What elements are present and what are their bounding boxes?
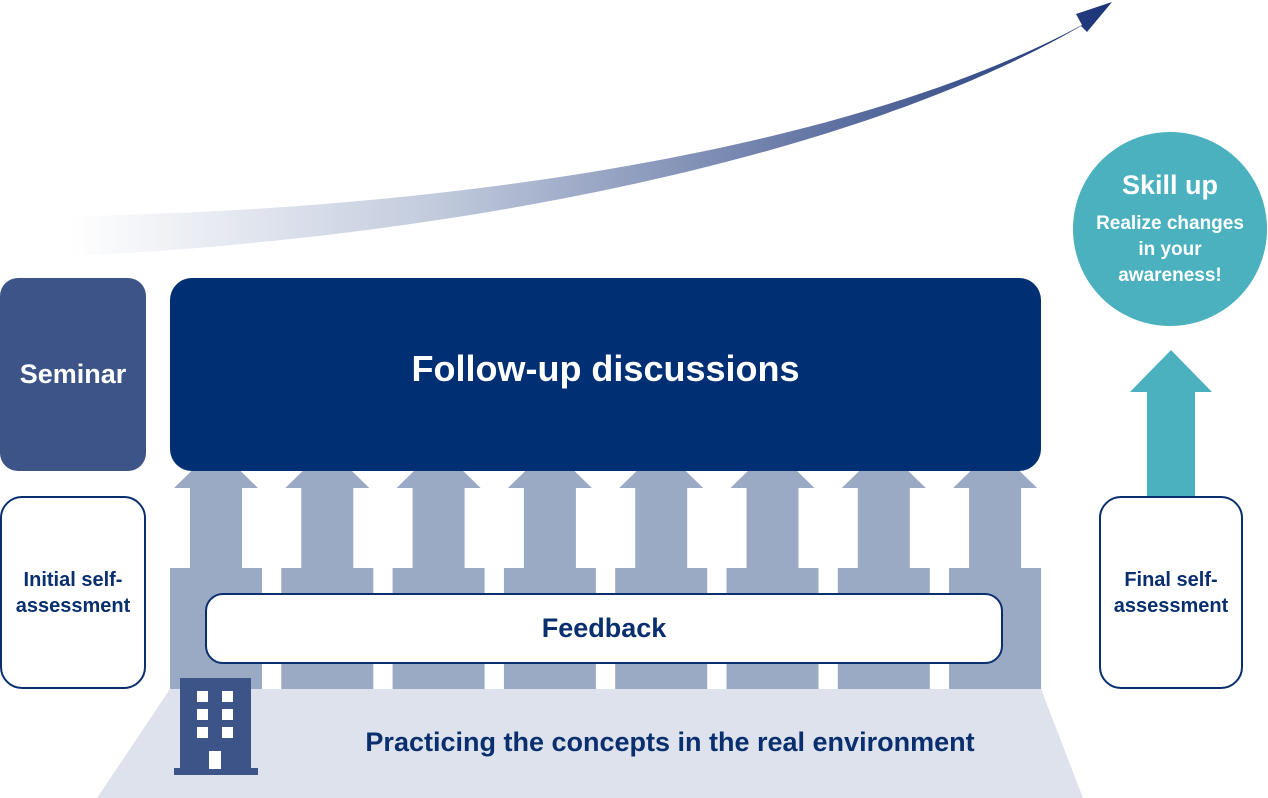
feedback-label: Feedback bbox=[541, 613, 667, 643]
followup-label: Follow-up discussions bbox=[411, 348, 800, 389]
skill-up-line3: awareness! bbox=[1118, 264, 1222, 286]
growth-curve-arrow bbox=[72, 2, 1112, 256]
initial-assessment-box: Initial self- assessment bbox=[0, 496, 146, 689]
seminar-label: Seminar bbox=[19, 359, 127, 389]
practice-label: Practicing the concepts in the real envi… bbox=[365, 726, 975, 757]
skill-up-circle: Skill up Realize changes in your awarene… bbox=[1073, 132, 1267, 326]
final-assessment-line1: Final self- bbox=[1124, 568, 1218, 591]
initial-assessment-line2: assessment bbox=[15, 594, 131, 617]
final-assessment-line2: assessment bbox=[1113, 594, 1229, 617]
skill-up-line2: in your bbox=[1138, 238, 1202, 260]
practice-platform bbox=[97, 689, 1083, 798]
skill-up-line1: Realize changes bbox=[1096, 212, 1244, 234]
followup-discussions-box: Follow-up discussions bbox=[170, 278, 1041, 471]
feedback-box: Feedback bbox=[205, 593, 1003, 664]
initial-assessment-line1: Initial self- bbox=[23, 568, 123, 591]
seminar-box: Seminar bbox=[0, 278, 146, 471]
building-icon bbox=[174, 678, 258, 775]
skill-up-arrow bbox=[1130, 350, 1212, 496]
skill-up-title: Skill up bbox=[1121, 169, 1219, 200]
final-assessment-box: Final self- assessment bbox=[1099, 496, 1243, 689]
